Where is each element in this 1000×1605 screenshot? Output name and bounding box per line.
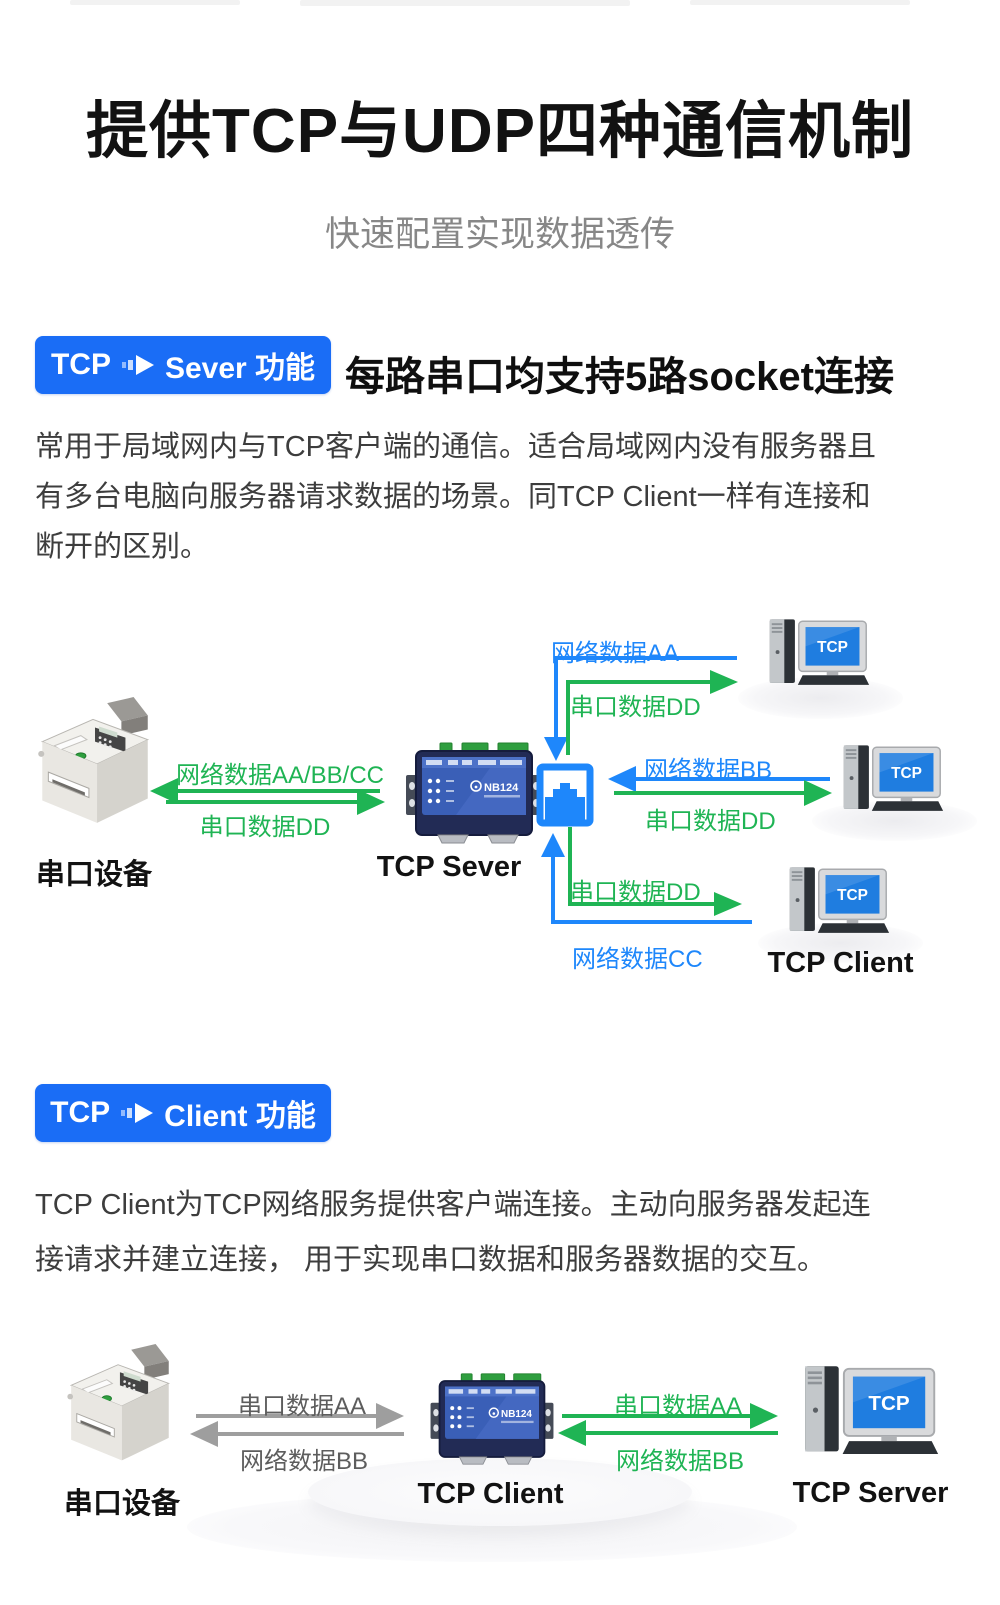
tcp-client-label: TCP Client	[767, 947, 914, 979]
dataflow-arrows	[190, 1403, 778, 1447]
paragraph-line: 有多台电脑向服务器请求数据的场景。同TCP Client一样有连接和	[35, 481, 871, 513]
arrow-network-data-abc-to-printer	[150, 778, 380, 804]
gateway-device-icon: NB124	[406, 742, 542, 844]
paragraph-line: 常用于局域网内与TCP客户端的通信。适合局域网内没有服务器且	[35, 431, 877, 463]
arrow-label-network-data-bb: 网络数据BB	[239, 1448, 368, 1475]
server-section-paragraph: 常用于局域网内与TCP客户端的通信。适合局域网内没有服务器且 有多台电脑向服务器…	[35, 422, 965, 572]
printer-label: 串口设备	[63, 1488, 180, 1520]
paragraph-line: 接请求并建立连接， 用于实现串口数据和服务器数据的交互。	[35, 1244, 827, 1276]
badge-tcp-text: TCP	[50, 1096, 111, 1129]
tcp-server-label: TCP Server	[792, 1477, 949, 1509]
arrow-label-network-data-bb-right: 网络数据BB	[615, 1448, 744, 1475]
arrow-label-network-data-aa: 网络数据AA	[550, 640, 679, 667]
cropped-text-artifact	[70, 0, 240, 5]
gateway-label: TCP Sever	[376, 851, 522, 883]
platform-shadow	[308, 1458, 692, 1526]
play-arrow-icon	[121, 353, 154, 377]
computer-icon: TCP	[789, 867, 890, 933]
paragraph-line: TCP Client为TCP网络服务提供客户端连接。主动向服务器发起连	[35, 1189, 871, 1221]
badge-tcp-text: TCP	[50, 348, 111, 381]
arrow-serial-data-dd-to-mid-client	[614, 780, 832, 806]
client-section-paragraph: TCP Client为TCP网络服务提供客户端连接。主动向服务器发起连 接请求并…	[35, 1178, 965, 1288]
paragraph-line: 断开的区别。	[35, 531, 210, 563]
screen-label: TCP	[817, 639, 848, 656]
arrow-label-serial-data-dd-mid: 串口数据DD	[645, 808, 776, 835]
arrow-label-serial-data-dd-top: 串口数据DD	[570, 694, 701, 721]
gateway-model-text: NB124	[501, 1409, 532, 1420]
arrow-label-network-data-bb: 网络数据BB	[643, 757, 772, 784]
arrow-serial-data-dd-to-gateway	[166, 789, 385, 815]
tcp-client-section-badge: TCP Client 功能	[35, 1084, 331, 1142]
dataflow-arrows	[150, 656, 832, 924]
badge-function-text: Sever 功能	[164, 352, 316, 385]
screen-label: TCP	[868, 1392, 910, 1415]
cropped-text-artifact	[300, 0, 630, 6]
arrow-label-network-data-abc: 网络数据AA/BB/CC	[175, 762, 385, 789]
arrow-network-data-bb-to-printer	[190, 1421, 404, 1447]
arrow-label-serial-data-aa: 串口数据AA	[237, 1393, 366, 1420]
arrow-label-serial-data-dd-bottom: 串口数据DD	[570, 879, 701, 906]
cropped-text-artifact	[690, 0, 910, 5]
computer-icon: TCP	[769, 619, 870, 685]
arrow-network-data-bb-to-gateway	[558, 1420, 778, 1446]
tcp-server-section-badge: TCP Sever 功能	[35, 336, 331, 394]
arrow-network-data-bb-to-hub	[608, 766, 830, 792]
tcp-client-diagram: 串口设备 串口数据AA 网络数据BB	[0, 1330, 1000, 1605]
screen-label: TCP	[837, 887, 868, 904]
arrow-serial-data-aa-to-server	[562, 1403, 778, 1429]
arrow-serial-data-aa-to-gateway	[196, 1403, 404, 1429]
gateway-device-icon: NB124	[430, 1373, 554, 1465]
arrow-label-network-data-cc: 网络数据CC	[572, 946, 703, 973]
printer-icon	[38, 697, 150, 823]
screen-label: TCP	[891, 765, 922, 782]
arrow-serial-data-dd-to-top-client	[566, 670, 738, 755]
gateway-label: TCP Client	[417, 1478, 564, 1510]
arrow-label-serial-data-dd: 串口数据DD	[199, 814, 331, 841]
server-section-headline: 每路串口均支持5路socket连接	[345, 355, 894, 399]
gateway-model-text: NB124	[484, 782, 519, 794]
computer-icon: TCP	[843, 745, 944, 811]
arrow-network-data-aa-to-hub	[544, 656, 737, 761]
page-subtitle: 快速配置实现数据透传	[324, 215, 675, 254]
printer-label: 串口设备	[35, 859, 152, 891]
badge-function-text: Client 功能	[164, 1100, 316, 1133]
arrow-label-serial-data-aa-right: 串口数据AA	[613, 1393, 742, 1420]
arrow-network-data-cc-to-hub	[541, 833, 752, 924]
rj45-hub-icon	[536, 763, 594, 827]
tcp-server-diagram: 串口设备 网络数据AA/BB/CC 串口数据DD	[0, 595, 1000, 995]
page-title: 提供TCP与UDP四种通信机制	[86, 97, 914, 166]
arrow-serial-data-dd-to-bottom-client	[568, 827, 742, 916]
printer-icon	[67, 1344, 170, 1461]
play-arrow-icon	[121, 1101, 154, 1125]
computer-icon: TCP	[805, 1366, 939, 1455]
